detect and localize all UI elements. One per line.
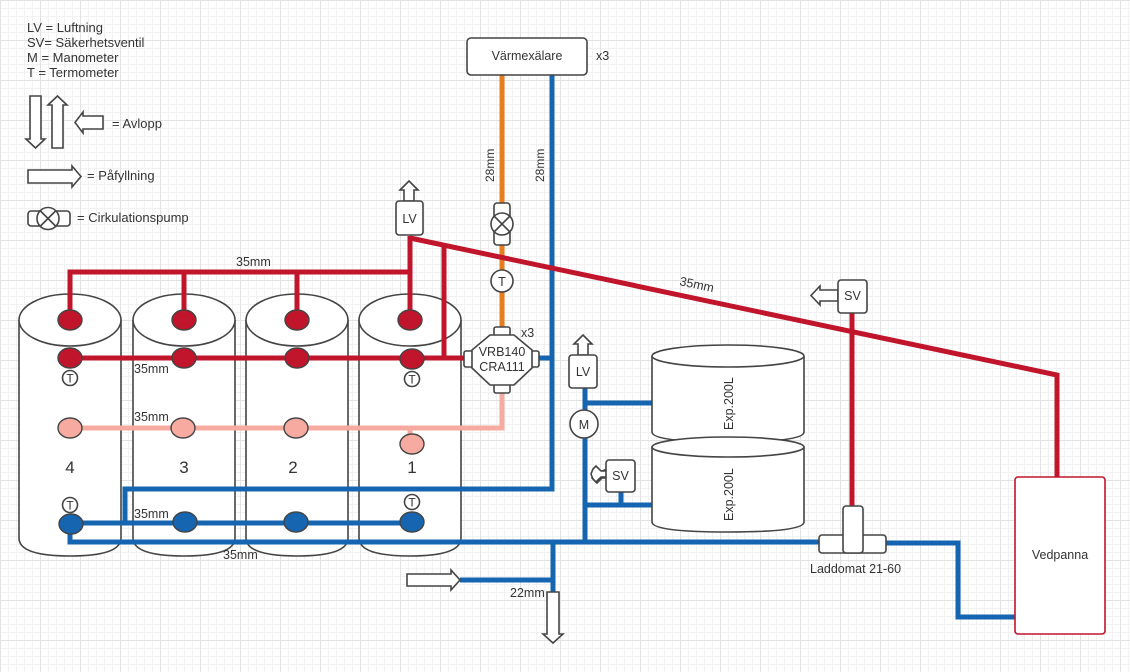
boiler-sv: SV [809, 279, 868, 314]
legend-m: M = Manometer [27, 50, 119, 65]
port-warm-1 [399, 433, 425, 455]
tank-number-3: 3 [179, 458, 188, 477]
svg-text:T: T [66, 372, 74, 386]
port-hot-top-1 [397, 309, 423, 331]
tank-ports [57, 309, 425, 535]
relief-arrow-icon [590, 464, 608, 484]
fill-right-arrow-icon [27, 163, 83, 190]
cold-row-size-label: 35mm [134, 507, 169, 521]
legend: LV = Luftning SV= Säkerhetsventil M = Ma… [23, 20, 189, 231]
boiler-label: Vedpanna [1032, 548, 1088, 562]
svg-text:LV: LV [402, 212, 417, 226]
drain-down-arrow-icon [23, 95, 48, 150]
legend-sv: SV= Säkerhetsventil [27, 35, 145, 50]
boiler-supply-size-label: 35mm [678, 274, 715, 295]
svg-text:T: T [408, 373, 416, 387]
port-hot-top-4 [57, 309, 83, 331]
thermometer-1-top: T [403, 370, 421, 388]
port-hot-top-2 [284, 309, 310, 331]
port-warm-2 [283, 417, 309, 439]
legend-avlopp: = Avlopp [112, 116, 162, 131]
heat-exchanger-label: Värmexälare [492, 49, 563, 63]
warm-row-size-label: 35mm [134, 410, 169, 424]
legend-lv: LV = Luftning [27, 20, 103, 35]
port-cold-4 [58, 513, 84, 535]
boiler-supply-pipe [409, 235, 1060, 477]
expansion-tank-label-2: Exp.200L [722, 468, 736, 521]
fill-pipe [460, 542, 556, 583]
port-hot-row-2 [284, 347, 310, 369]
port-warm-3 [170, 417, 196, 439]
tank-thermometers: T T T T [61, 369, 421, 514]
hx-thermometer: T [490, 269, 514, 293]
drain-left-arrow-icon [73, 109, 104, 136]
legend-t: T = Termometer [27, 65, 119, 80]
warm-row-pipe [70, 392, 505, 431]
expansion-tank-upper: Exp.200L [651, 344, 805, 443]
fill-drain-size-label: 22mm [510, 586, 545, 600]
tank-number-1: 1 [407, 458, 416, 477]
port-hot-row-1 [399, 348, 425, 370]
lv-top-vent: LV [395, 179, 424, 236]
bottom-return-size-label: 35mm [223, 548, 258, 562]
relief-left-arrow-icon [809, 283, 839, 308]
svg-text:SV: SV [844, 289, 861, 303]
circulation-pump-icon [27, 206, 71, 231]
laddomat-label: Laddomat 21-60 [810, 562, 901, 576]
thermometer-1-bottom: T [403, 493, 421, 511]
vent-up-arrow-icon [572, 333, 594, 356]
port-hot-row-3 [171, 347, 197, 369]
top-manifold-pipe [67, 269, 413, 319]
hot-row-size-label: 35mm [134, 362, 169, 376]
vent-up-arrow-icon [398, 179, 420, 202]
mixing-valve: VRB140 CRA111 [463, 326, 540, 394]
thermometer-4-top: T [61, 369, 79, 387]
drain-up-arrow-icon [45, 94, 70, 149]
fill-arrow-icon [406, 567, 462, 593]
drain-arrow-icon [540, 591, 566, 645]
thermometer-4-bottom: T [61, 496, 79, 514]
port-cold-1 [399, 511, 425, 533]
hx-return-size-label: 28mm [533, 149, 547, 182]
svg-text:LV: LV [576, 365, 591, 379]
expansion-tank-lower: Exp.200L [651, 436, 805, 533]
legend-pafyllning: = Påfyllning [87, 168, 155, 183]
svg-text:T: T [66, 499, 74, 513]
valve-multiplier: x3 [521, 326, 534, 340]
hx-circulation-pump-icon [490, 202, 514, 246]
boiler-return-pipe [885, 540, 1016, 620]
expansion-lv: LV [568, 333, 598, 389]
port-hot-row-4 [57, 347, 83, 369]
hx-supply-size-label: 28mm [483, 149, 497, 182]
expansion-sv: SV [590, 459, 636, 493]
svg-text:T: T [408, 496, 416, 510]
storage-tanks [18, 293, 462, 557]
port-warm-4 [57, 417, 83, 439]
manometer: M [569, 409, 599, 439]
valve-model-label: VRB140 [479, 345, 526, 359]
svg-text:SV: SV [612, 469, 629, 483]
legend-cirkulationspump: = Cirkulationspump [77, 210, 189, 225]
top-manifold-size-label: 35mm [236, 255, 271, 269]
valve-actuator-label: CRA111 [479, 360, 524, 374]
svg-text:T: T [498, 275, 506, 289]
svg-text:M: M [579, 418, 589, 432]
port-hot-top-3 [171, 309, 197, 331]
port-cold-3 [172, 511, 198, 533]
hx-return-pipe [122, 75, 555, 523]
heat-exchanger-multiplier: x3 [596, 49, 609, 63]
heat-exchanger: Värmexälare [466, 37, 588, 76]
boiler: Vedpanna [1014, 476, 1106, 635]
tank-number-4: 4 [65, 458, 74, 477]
laddomat [818, 505, 887, 554]
port-cold-2 [283, 511, 309, 533]
expansion-tank-label-1: Exp.200L [722, 377, 736, 430]
tank-number-2: 2 [288, 458, 297, 477]
